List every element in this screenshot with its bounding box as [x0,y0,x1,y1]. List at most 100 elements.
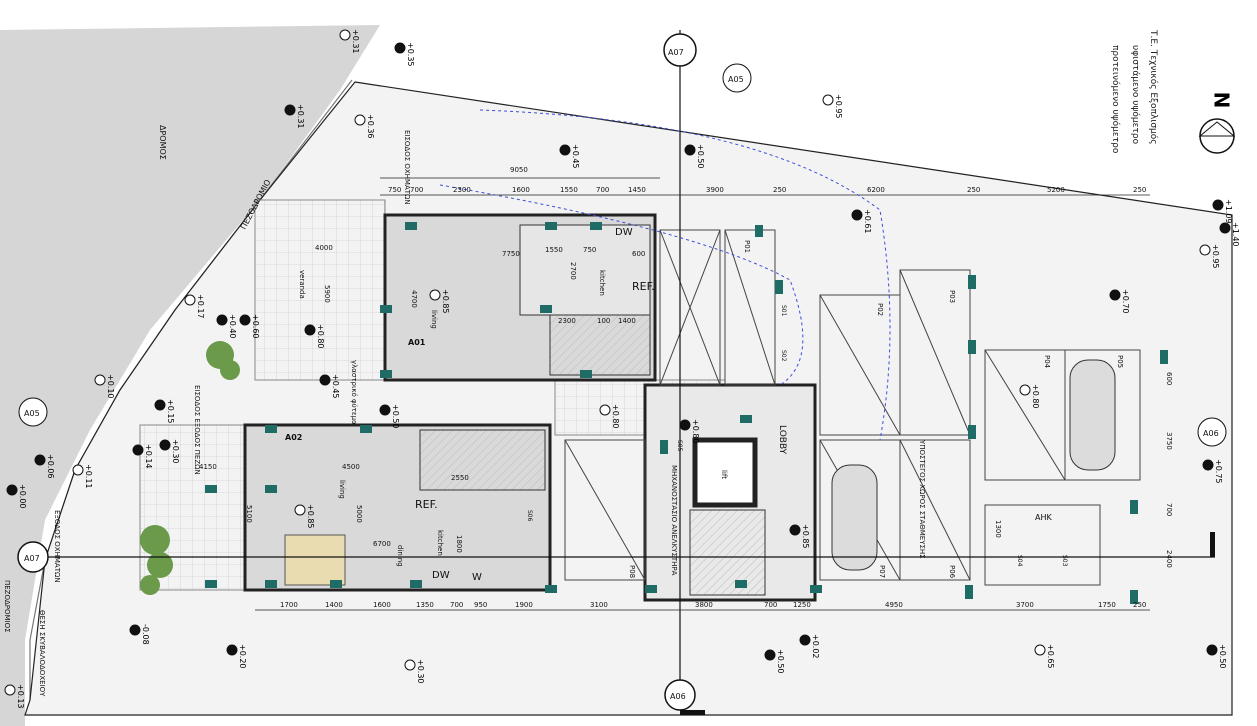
level-value: +0.35 [406,42,415,67]
level-value: +0.14 [144,444,153,469]
level-marker-dot [34,454,46,466]
a01-dw-label: DW [615,227,633,238]
level-value: +0.65 [1046,644,1055,669]
dimi-3750: 3750 [1165,432,1173,450]
dim-6200: 6200 [867,186,885,194]
a02-sofa [284,534,346,586]
dimi-4000: 4000 [315,244,333,252]
dimi-5900: 5900 [323,285,331,303]
car-turning-path [479,109,891,441]
level-marker: +0.85 [789,524,810,549]
level-marker: +0.00 [6,484,27,509]
section-a05-left-label: A05 [24,409,40,418]
lift-shaft [692,437,758,508]
store-s02: S02 [780,350,787,362]
level-value: +0.45 [571,144,580,169]
dimi-5000: 5000 [355,505,363,523]
level-marker-dot [1199,244,1211,256]
a02-dining-label: dining [396,545,404,567]
level-marker: +0.30 [404,659,425,684]
mech-space-label: ΜΗΧΑΝΟΣΤΑΣΙΟ ΑΝΕΛΚΥΣΤΗΡΑ [670,465,678,576]
level-marker: +0.80 [679,419,700,444]
parking-p07: P07 [878,565,886,578]
parking-p08: P08 [628,565,636,578]
level-value: +0.70 [1121,289,1130,314]
level-value: +0.80 [611,404,620,429]
level-marker: +0.15 [154,399,175,424]
level-marker-dot [404,659,416,671]
dim-1600: 1600 [512,186,530,194]
section-marker-a06-bottom: A06 [664,679,696,711]
parking-p05: P05 [1116,355,1124,368]
level-value: +0.15 [166,399,175,424]
level-marker: +0.06 [34,454,55,479]
parking-labels: P01 P02 P03 P04 P05 P06 P07 P08 [628,240,1124,579]
section-end-bottom [680,710,705,715]
level-marker: +1.09 [1212,199,1233,224]
level-marker-dot [1109,289,1121,301]
dimb-950: 950 [474,601,487,609]
store-s01: S01 [780,305,787,317]
level-value: +0.85 [801,524,810,549]
columns [205,222,1168,604]
north-arrow: N [1195,88,1243,158]
legend-existing-level: υφιστάμενο υψόμετρο [1130,45,1140,145]
dimb-700b: 700 [764,601,777,609]
road-area [0,25,380,726]
dimb-1900: 1900 [515,601,533,609]
level-value: +0.06 [46,454,55,479]
dimb-700: 700 [450,601,463,609]
washer-label: W [472,572,482,583]
level-marker-dot [1034,644,1046,656]
level-value: +0.50 [776,649,785,674]
bin-label: ΘΕΣΗ ΣΚΥΒΑΛΟΔΟΧΕΙΟΥ [38,610,46,697]
dimi-2550: 2550 [451,474,469,482]
parking-p03: P03 [948,290,956,303]
a01-kitchen-label: kitchen [598,270,606,296]
planting [140,341,240,595]
planter-label: γλαστρικό φύτεμα [350,360,358,425]
dimi-1400: 1400 [618,317,636,325]
section-marker-a05-top: A05 [722,63,752,93]
level-value: +1.09 [1224,199,1233,224]
level-marker-dot [72,464,84,476]
covered-parking-label: ΥΠΟΣΤΕΓΟΣ ΧΩΡΟΣ ΣΤΑΘΜΕΥΣΗΣ [918,439,926,559]
dimi-4700: 4700 [410,290,418,308]
level-value: +0.80 [1031,384,1040,409]
dim-700b: 700 [596,186,609,194]
level-marker: +0.95 [1199,244,1220,269]
road-label: ΔΡΟΜΟΣ [158,125,167,160]
level-marker-dot [1219,222,1231,234]
level-marker: -0.08 [129,624,150,645]
dim-700: 700 [410,186,423,194]
level-marker-dot [599,404,611,416]
level-value: +0.80 [316,324,325,349]
car-exit-label: ΕΞΟΔΟΣ ΟΧΗΜΑΤΩΝ [53,510,61,583]
section-a07-left-label: A07 [24,554,40,563]
level-marker: +0.35 [394,42,415,67]
section-marker-a05-left: A05 [18,397,48,427]
level-marker: +0.45 [319,374,340,399]
north-label: N [1209,91,1234,109]
store-s05: S05 [676,440,683,452]
level-marker: +0.02 [799,634,820,659]
level-marker-dot [319,374,331,386]
dimb-1700: 1700 [280,601,298,609]
level-value: +0.20 [238,644,247,669]
level-marker-dot [184,294,196,306]
level-marker-dot [159,439,171,451]
veranda-label: veranda [298,270,306,299]
level-marker: +0.61 [851,209,872,234]
a02-dw-label: DW [432,570,450,581]
ped-entrance-label: ΕΙΣΟΔΟΣ ΕΞΟΔΟΣ ΠΕΖΩΝ [193,385,201,475]
dimi-4150: 4150 [199,463,217,471]
unit-a01-label: A01 [408,338,426,347]
veranda-upper-paving [254,199,386,381]
level-marker: +0.85 [429,289,450,314]
level-marker-dot [429,289,441,301]
level-marker-dot [379,404,391,416]
level-marker-dot [154,399,166,411]
dimi-100: 100 [597,317,610,325]
level-marker-dot [4,684,16,696]
level-marker: +0.85 [294,504,315,529]
